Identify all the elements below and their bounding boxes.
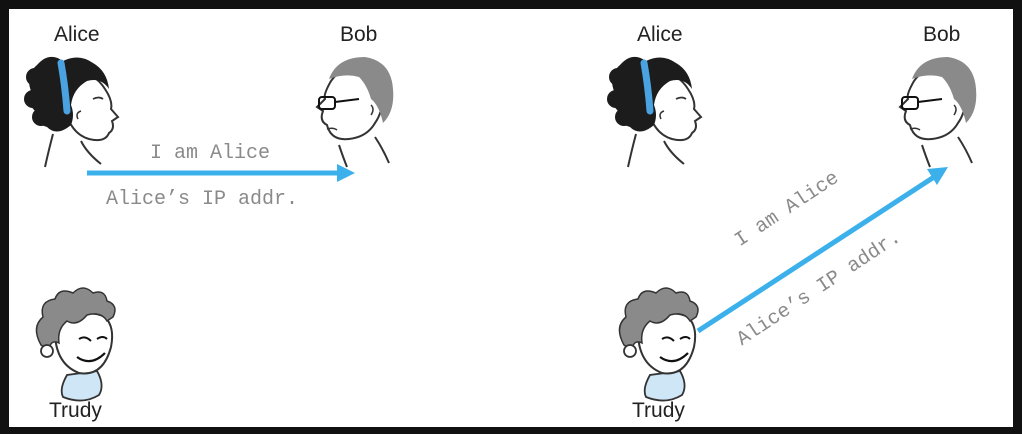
trudy-label: Trudy [49,399,102,422]
bob-label: Bob [340,23,378,46]
diagram-canvas: Alice Bob Trudy [9,9,1013,427]
message-arrow [87,164,355,182]
trudy-icon [618,287,699,402]
alice-icon [607,56,703,168]
alice-label: Alice [54,23,100,46]
scenario-spoofed: Alice Bob Trudy [592,9,1022,427]
alice-label: Alice [637,23,683,46]
message-claim: I am Alice [150,142,271,165]
trudy-label: Trudy [632,399,685,422]
message-ip-address: Alice’s IP addr. [106,188,299,211]
bob-icon [898,57,977,168]
alice-icon [24,56,120,168]
spoofed-message-arrow [696,167,948,334]
bob-icon [315,57,394,168]
bob-label: Bob [923,23,961,46]
trudy-icon [35,287,116,402]
scenario-legitimate: Alice Bob Trudy [9,9,511,427]
